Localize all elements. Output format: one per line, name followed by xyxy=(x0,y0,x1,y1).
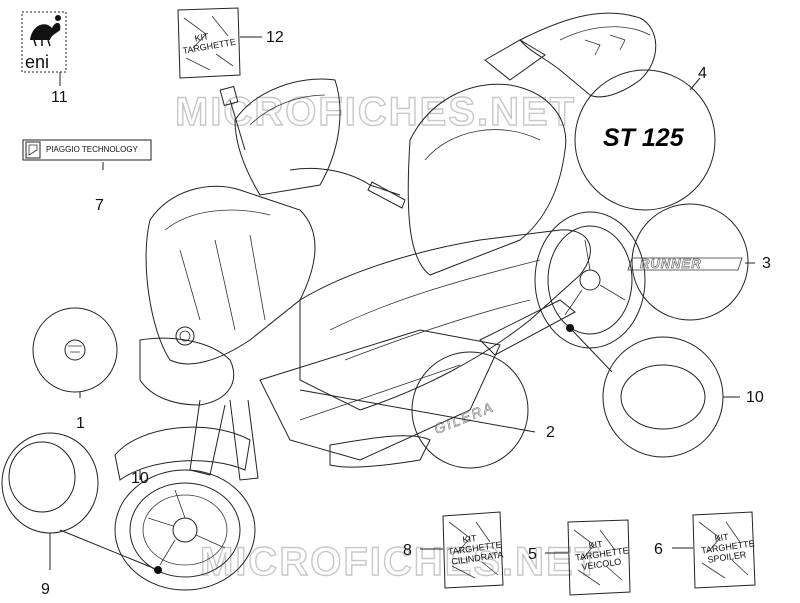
gilera-decal-text: GILERA xyxy=(432,398,497,437)
callout-2: 2 xyxy=(546,424,555,441)
st125-decal-text: ST 125 xyxy=(603,124,685,152)
kit-targhette-line2: TARGHETTE xyxy=(182,37,237,56)
scooter-drawing xyxy=(114,12,657,591)
watermark-bottom: MICROFICHES.NET xyxy=(200,540,601,584)
part-2-gilera-decal: GILERA xyxy=(299,351,536,469)
callout-1: 1 xyxy=(76,415,85,432)
kit-veicolo-line1: KIT xyxy=(588,539,604,551)
callout-4: 4 xyxy=(698,65,707,82)
part-11-eni-badge: eni xyxy=(21,11,67,86)
eni-logo-text: eni xyxy=(25,52,49,72)
part-10-rear-wheel-stripe xyxy=(566,324,740,458)
part-9-wheel-stripe xyxy=(1,432,162,574)
callout-10-rear: 10 xyxy=(746,389,764,406)
callout-6: 6 xyxy=(654,541,663,558)
kit-targhette-line1: KIT xyxy=(194,31,210,43)
callout-11: 11 xyxy=(51,89,68,106)
runner-decal-text: RUNNER xyxy=(640,256,702,271)
kit-cilindrata-line1: KIT xyxy=(462,533,478,545)
callout-3: 3 xyxy=(762,255,771,272)
callout-7: 7 xyxy=(95,197,104,214)
callout-5: 5 xyxy=(528,546,537,563)
part-12-kit-targhette: KIT TARGHETTE xyxy=(177,7,262,79)
callout-10-front: 10 xyxy=(131,470,149,487)
callout-9: 9 xyxy=(41,581,50,598)
part-4-st125-decal: ST 125 xyxy=(574,69,716,211)
part-1-emblem xyxy=(32,307,118,398)
eni-dog-icon xyxy=(30,22,61,40)
part-7-piaggio-badge: PIAGGIO TECHNOLOGY xyxy=(22,139,152,170)
callout-8: 8 xyxy=(403,542,412,559)
kit-spoiler-line1: KIT xyxy=(714,532,730,544)
part-3-runner-decal: RUNNER xyxy=(627,203,755,321)
callout-12: 12 xyxy=(266,29,284,46)
part-6-kit-spoiler: KIT TARGHETTE SPOILER xyxy=(672,511,756,589)
piaggio-badge-text: PIAGGIO TECHNOLOGY xyxy=(46,145,139,154)
